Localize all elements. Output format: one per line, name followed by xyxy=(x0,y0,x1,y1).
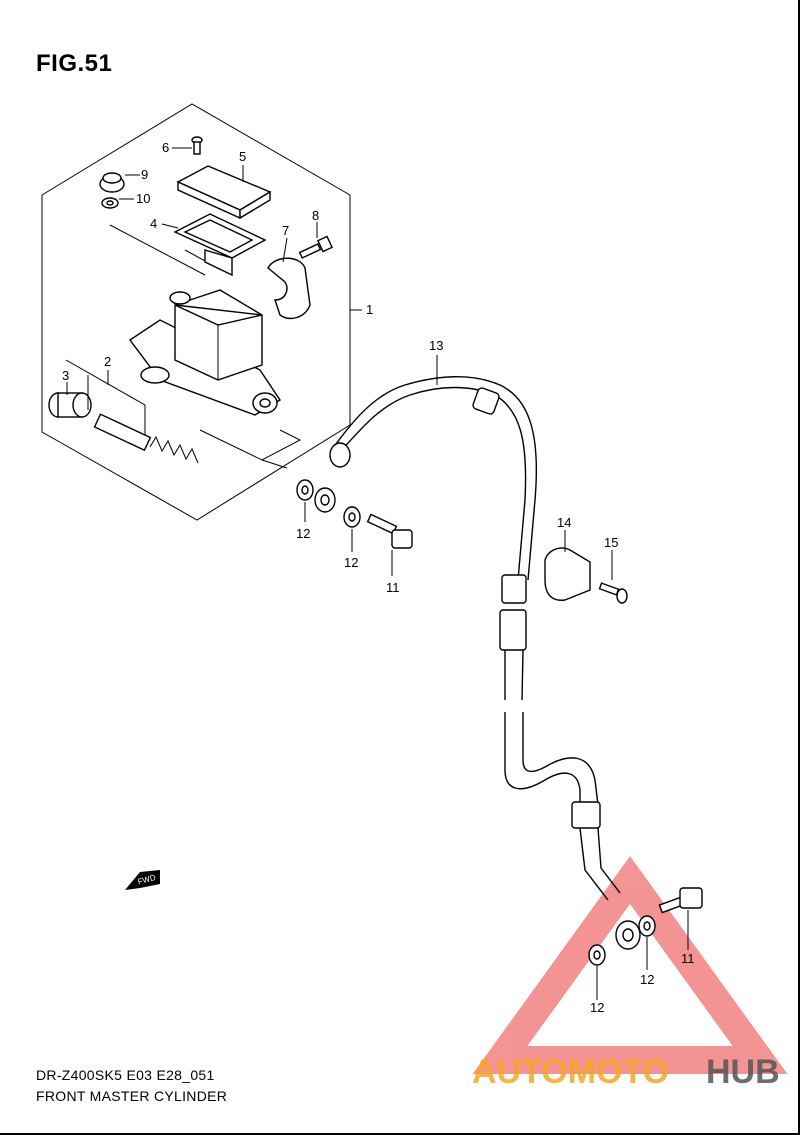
part-14-clamp xyxy=(544,530,591,601)
part-11-union-bolt-b xyxy=(658,887,703,950)
watermark-logo xyxy=(472,856,788,1074)
callout-5: 5 xyxy=(239,149,246,164)
watermark-text-2: HUB xyxy=(706,1053,780,1091)
part-11-union-bolt-a xyxy=(366,513,413,576)
callout-14: 14 xyxy=(557,515,571,530)
part-6-screw xyxy=(172,136,203,155)
figure-code: DR-Z400SK5 E03 E28_051 xyxy=(36,1067,215,1083)
part-13-brake-hose xyxy=(314,355,641,950)
forward-arrow-icon xyxy=(125,870,160,890)
figure-name: FRONT MASTER CYLINDER xyxy=(36,1088,228,1104)
figure-title: FIG.51 xyxy=(36,50,113,77)
callout-6: 6 xyxy=(162,140,169,155)
callout-12-c: 12 xyxy=(590,1000,604,1015)
part-9-boot xyxy=(99,172,140,193)
callout-7: 7 xyxy=(282,223,289,238)
callout-11-upper: 11 xyxy=(386,580,400,595)
callout-9: 9 xyxy=(141,167,148,182)
callout-10: 10 xyxy=(136,191,150,206)
callout-13: 13 xyxy=(429,338,443,353)
part-1-master-cylinder xyxy=(128,289,281,416)
part-7-holder xyxy=(267,237,311,320)
part-3-boot xyxy=(48,382,92,418)
callout-12-b: 12 xyxy=(344,555,358,570)
callout-11-lower: 11 xyxy=(681,951,695,966)
part-4-diaphragm xyxy=(161,213,267,277)
part-8-bolt xyxy=(298,222,333,259)
assembly-outline xyxy=(41,103,351,521)
part-12-washer-c xyxy=(588,944,606,1000)
callout-4: 4 xyxy=(150,216,157,231)
part-2-piston-set xyxy=(65,359,199,464)
part-12-washer-d xyxy=(638,915,656,970)
callout-1: 1 xyxy=(366,302,373,317)
callout-15: 15 xyxy=(604,535,618,550)
part-10-washer xyxy=(101,197,134,209)
callout-12-a: 12 xyxy=(296,526,310,541)
watermark-text-1: AUTOMOTO xyxy=(472,1053,669,1091)
callout-8: 8 xyxy=(312,208,319,223)
part-12-washer-a xyxy=(296,479,314,522)
callout-3: 3 xyxy=(62,368,69,383)
part-15-screw xyxy=(598,550,628,604)
callout-12-d: 12 xyxy=(640,972,654,987)
callout-2: 2 xyxy=(104,354,111,369)
part-5-reservoir-cap xyxy=(176,165,272,220)
part-12-washer-b xyxy=(343,506,361,552)
